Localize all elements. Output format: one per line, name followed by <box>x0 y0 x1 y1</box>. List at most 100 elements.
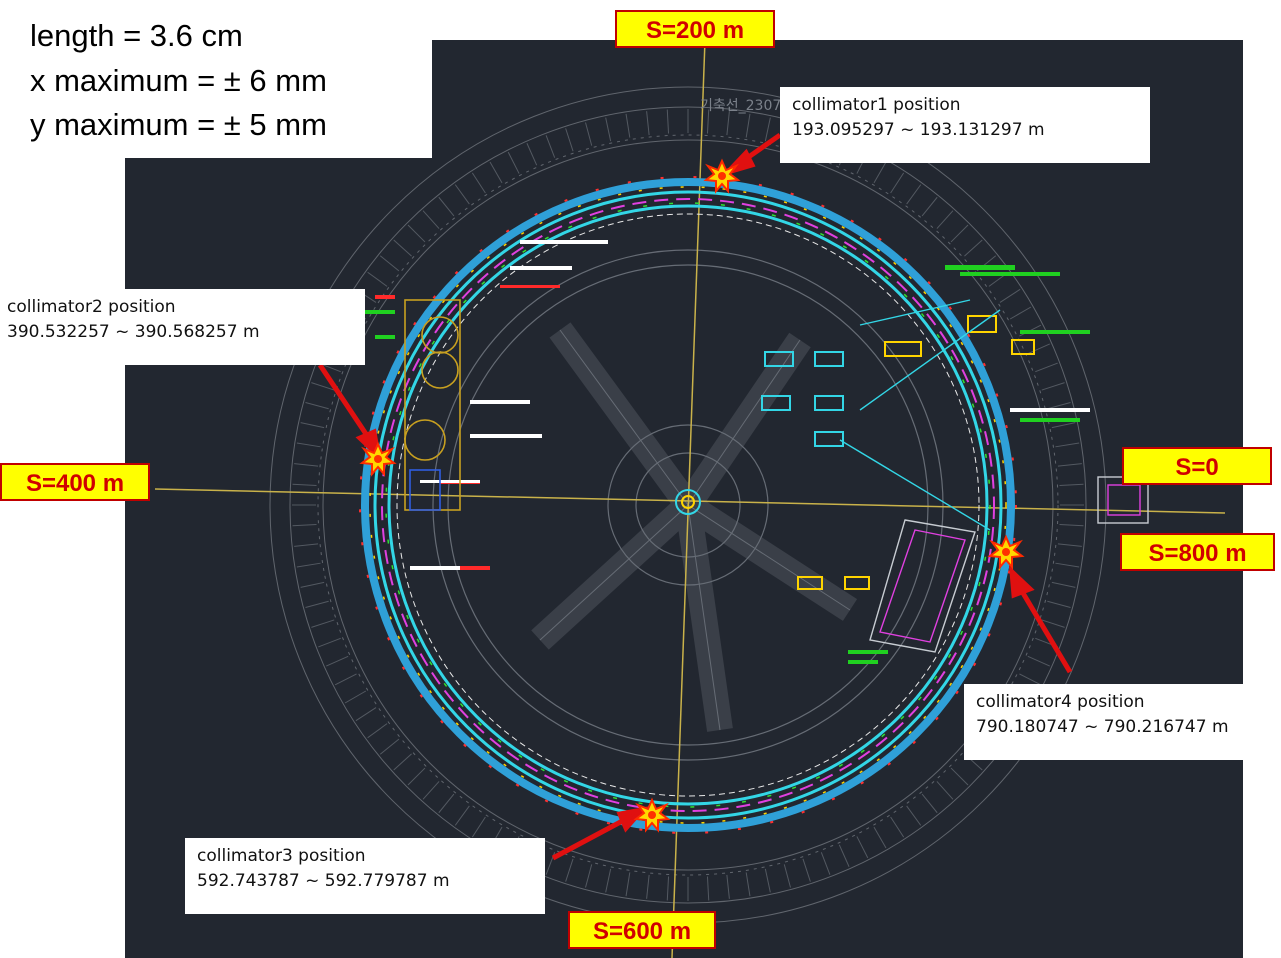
radial-tick <box>605 868 612 893</box>
radial-tick <box>764 868 771 893</box>
radial-tick <box>666 109 670 134</box>
radial-tick <box>906 805 922 826</box>
radial-tick <box>507 151 520 174</box>
radial-tick <box>1041 382 1065 391</box>
s-label-400: S=400 m <box>0 463 150 501</box>
radial-tick <box>422 210 440 229</box>
storage-ring <box>359 176 1017 834</box>
radial-tick <box>625 113 631 138</box>
radial-tick <box>326 655 349 667</box>
injection-section <box>839 299 1149 653</box>
radial-tick <box>305 600 329 608</box>
radial-tick <box>1051 422 1076 429</box>
radial-tick <box>471 816 486 838</box>
radial-tick <box>666 876 670 901</box>
radial-tick <box>305 402 329 410</box>
radial-tick <box>964 239 983 257</box>
radial-tick <box>296 562 321 568</box>
radial-tick <box>407 224 426 243</box>
radial-tick <box>890 172 905 194</box>
radial-tick <box>1027 655 1050 667</box>
spec-length: length = 3.6 cm <box>30 18 243 53</box>
radial-tick <box>1055 562 1080 568</box>
magnet-blocks <box>761 315 1035 590</box>
radial-tick <box>906 184 922 205</box>
collimator2-title: collimator2 position <box>7 297 176 317</box>
radial-tick <box>873 826 887 849</box>
radial-tick <box>1009 306 1032 320</box>
collimator4-note: collimator4 position 790.180747 ~ 790.21… <box>964 684 1281 760</box>
collimator-spec-box: length = 3.6 cm x maximum = ± 6 mm y max… <box>0 0 432 158</box>
ring-center-marker <box>675 489 701 515</box>
collimator4-title: collimator4 position <box>976 692 1145 712</box>
radial-tick <box>292 523 317 527</box>
collimator2-range: 390.532257 ~ 390.568257 m <box>7 322 260 342</box>
radial-tick <box>1059 483 1084 487</box>
radial-tick <box>820 852 831 875</box>
radial-tick <box>355 707 377 722</box>
radial-tick <box>1027 343 1050 355</box>
radial-tick <box>745 872 751 897</box>
s-label-0: S=0 <box>1122 447 1272 485</box>
radial-tick <box>311 382 335 391</box>
radial-tick <box>1035 362 1058 373</box>
radial-tick <box>292 483 317 487</box>
radial-tick <box>367 271 388 287</box>
radial-tick <box>783 864 791 888</box>
radial-tick <box>489 161 503 184</box>
radial-tick <box>318 637 341 648</box>
radial-tick <box>422 781 440 800</box>
radial-tick <box>646 874 650 899</box>
radial-tick <box>605 117 612 142</box>
radial-tick <box>565 858 574 882</box>
radial-tick <box>565 128 574 152</box>
spec-y-maximum: y maximum = ± 5 mm <box>30 107 327 142</box>
radial-tick <box>1055 442 1080 448</box>
radial-tick <box>585 864 593 888</box>
radial-tick <box>438 793 455 814</box>
radial-tick <box>393 239 412 257</box>
radial-tick <box>1057 463 1082 467</box>
radial-tick <box>1051 581 1076 588</box>
radial-tick <box>438 196 455 217</box>
radial-tick <box>764 117 771 142</box>
s-label-200: S=200 m <box>615 10 775 48</box>
radial-tick <box>526 143 538 166</box>
radial-tick <box>1047 402 1071 410</box>
collimator1-title: collimator1 position <box>792 95 961 115</box>
radial-tick <box>950 767 969 786</box>
s-label-600: S=600 m <box>568 911 716 949</box>
radial-tick <box>334 673 357 686</box>
radial-tick <box>936 210 954 229</box>
radial-tick <box>471 172 486 194</box>
radial-tick <box>726 874 730 899</box>
collimator3-title: collimator3 position <box>197 846 366 866</box>
collimator2-note: collimator2 position 390.532257 ~ 390.56… <box>0 289 365 365</box>
s-label-800: S=800 m <box>1120 533 1275 571</box>
radial-tick <box>1059 523 1084 527</box>
radial-tick <box>921 793 938 814</box>
radial-tick <box>294 463 319 467</box>
radial-tick <box>311 619 335 628</box>
radial-tick <box>856 836 869 859</box>
radial-tick <box>585 122 593 146</box>
spec-x-maximum: x maximum = ± 6 mm <box>30 63 327 98</box>
radial-tick <box>379 255 400 272</box>
radial-tick <box>873 161 887 184</box>
radial-tick <box>393 753 412 771</box>
radial-tick <box>726 111 730 136</box>
radial-tick <box>999 288 1021 303</box>
radial-tick <box>646 111 650 136</box>
collimator1-range: 193.095297 ~ 193.131297 m <box>792 120 1045 140</box>
radial-tick <box>745 113 751 138</box>
radial-tick <box>296 442 321 448</box>
radial-tick <box>367 723 388 739</box>
collimator3-note: collimator3 position 592.743787 ~ 592.77… <box>185 838 545 914</box>
collimator4-range: 790.180747 ~ 790.216747 m <box>976 717 1229 737</box>
radial-tick <box>1041 619 1065 628</box>
radial-tick <box>802 858 811 882</box>
inner-hall <box>432 249 944 761</box>
radial-tick <box>706 876 710 901</box>
radial-tick <box>294 543 319 547</box>
